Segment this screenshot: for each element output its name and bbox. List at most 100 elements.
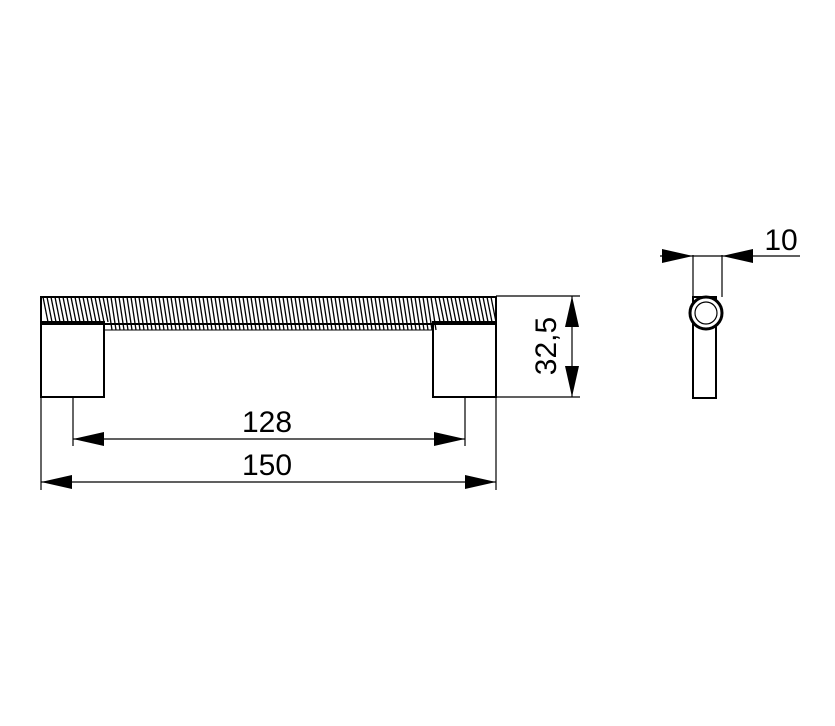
knurl-stroke <box>362 296 369 331</box>
knurl-stroke <box>110 296 117 331</box>
knurl-stroke <box>410 296 417 331</box>
knurl-stroke <box>310 296 317 331</box>
knurl-stroke <box>230 296 237 331</box>
knurl-stroke <box>54 296 61 323</box>
knurl-stroke <box>74 296 81 323</box>
knurl-stroke <box>326 296 333 331</box>
knurl-stroke <box>190 296 197 331</box>
knurl-stroke <box>122 296 129 331</box>
knurl-stroke <box>290 296 297 331</box>
knurl-stroke <box>50 296 57 323</box>
knurl-stroke <box>394 296 401 331</box>
knurl-stroke <box>334 296 341 331</box>
knurl-stroke <box>178 296 185 331</box>
knurl-stroke <box>298 296 305 331</box>
knurl-stroke <box>374 296 381 331</box>
knurl-stroke <box>82 296 89 323</box>
knurl-stroke <box>358 296 365 331</box>
knurl-stroke <box>158 296 165 331</box>
knurl-stroke <box>438 296 445 323</box>
knurl-stroke <box>458 296 465 323</box>
dimension-32-5: 32,5 <box>530 296 579 397</box>
knurl-stroke <box>126 296 133 331</box>
knurl-stroke <box>214 296 221 331</box>
knurl-stroke <box>294 296 301 331</box>
knurl-stroke <box>474 296 481 323</box>
dimension-128: 128 <box>73 406 465 446</box>
knurl-stroke <box>242 296 249 331</box>
dimension-150: 150 <box>41 449 496 489</box>
knurl-stroke <box>450 296 457 323</box>
knurl-stroke <box>318 296 325 331</box>
knurl-stroke <box>234 296 241 331</box>
handle-front-view <box>40 296 497 398</box>
right-leg <box>432 321 497 398</box>
knurl-stroke <box>174 296 181 331</box>
knurl-stroke <box>278 296 285 331</box>
knurl-stroke <box>134 296 141 331</box>
knurl-stroke <box>198 296 205 331</box>
knurl-stroke <box>430 296 437 331</box>
knurl-stroke <box>78 296 85 323</box>
knurl-stroke <box>282 296 289 331</box>
knurl-stroke <box>70 296 77 323</box>
knurl-stroke <box>262 296 269 331</box>
knurl-stroke <box>382 296 389 331</box>
knurl-stroke <box>142 296 149 331</box>
knurl-stroke <box>490 296 497 323</box>
left-leg <box>40 321 105 398</box>
knurl-stroke <box>306 296 313 331</box>
knurl-stroke <box>186 296 193 331</box>
knurl-stroke <box>442 296 449 323</box>
knurl-stroke <box>398 296 405 331</box>
knurl-stroke <box>466 296 473 323</box>
knurl-stroke <box>58 296 65 323</box>
knurl-stroke <box>86 296 93 323</box>
knurl-stroke <box>222 296 229 331</box>
knurl-stroke <box>414 296 421 331</box>
knurl-stroke <box>102 296 109 323</box>
knurl-stroke <box>218 296 225 331</box>
knurl-stroke <box>270 296 277 331</box>
knurl-stroke <box>426 296 433 331</box>
knurl-stroke <box>250 296 257 331</box>
knurl-stroke <box>166 296 173 331</box>
knurl-stroke <box>378 296 385 331</box>
knurl-stroke <box>342 296 349 331</box>
knurl-stroke <box>254 296 261 331</box>
knurl-stroke <box>330 296 337 331</box>
knurl-stroke <box>226 296 233 331</box>
knurl-stroke <box>98 296 105 323</box>
knurl-stroke <box>266 296 273 331</box>
knurl-stroke <box>418 296 425 331</box>
knurl-stroke <box>462 296 469 323</box>
knurl-stroke <box>162 296 169 331</box>
handle-side-view <box>688 255 724 399</box>
knurl-stroke <box>446 296 453 323</box>
knurled-bar <box>40 296 497 331</box>
knurl-stroke <box>246 296 253 331</box>
knurl-stroke <box>170 296 177 331</box>
extension-lines <box>40 295 580 490</box>
knurl-stroke <box>118 296 125 331</box>
knurl-stroke <box>274 296 281 331</box>
knurl-stroke <box>138 296 145 331</box>
knurl-stroke <box>314 296 321 331</box>
knurl-stroke <box>434 296 441 323</box>
knurl-stroke <box>406 296 413 331</box>
dimension-label-10: 10 <box>764 224 797 257</box>
knurl-stroke <box>114 296 121 331</box>
dimension-label-32-5: 32,5 <box>530 317 563 375</box>
knurl-stroke <box>202 296 209 331</box>
knurl-stroke <box>454 296 461 323</box>
knurl-stroke <box>386 296 393 331</box>
knurl-stroke <box>106 296 113 331</box>
knurl-stroke <box>286 296 293 331</box>
knurl-stroke <box>486 296 493 323</box>
dimension-10: 10 <box>660 224 800 263</box>
knurl-stroke <box>390 296 397 331</box>
knurl-stroke <box>90 296 97 323</box>
dimension-label-128: 128 <box>242 406 292 439</box>
bar-cross-section-inner <box>694 301 718 325</box>
